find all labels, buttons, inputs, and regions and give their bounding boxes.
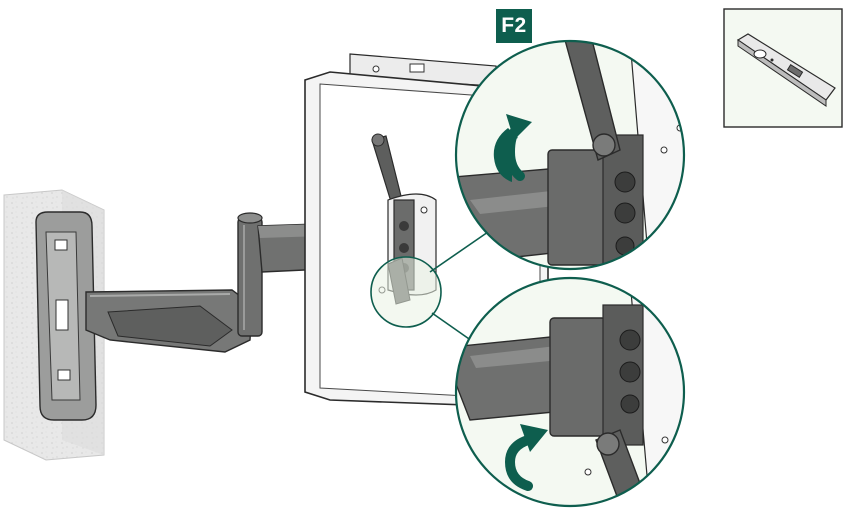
bubble-level-icon <box>736 33 836 107</box>
rotate-counterclockwise-arrow-icon <box>504 424 548 491</box>
lower-arm <box>85 289 253 353</box>
rotate-clockwise-arrow-icon <box>493 114 532 182</box>
elbow-hinge <box>237 212 263 337</box>
detail-focus-ring <box>370 256 442 328</box>
level-inset <box>723 8 843 128</box>
step-label: F2 <box>496 9 532 43</box>
wall-plate <box>35 211 97 421</box>
